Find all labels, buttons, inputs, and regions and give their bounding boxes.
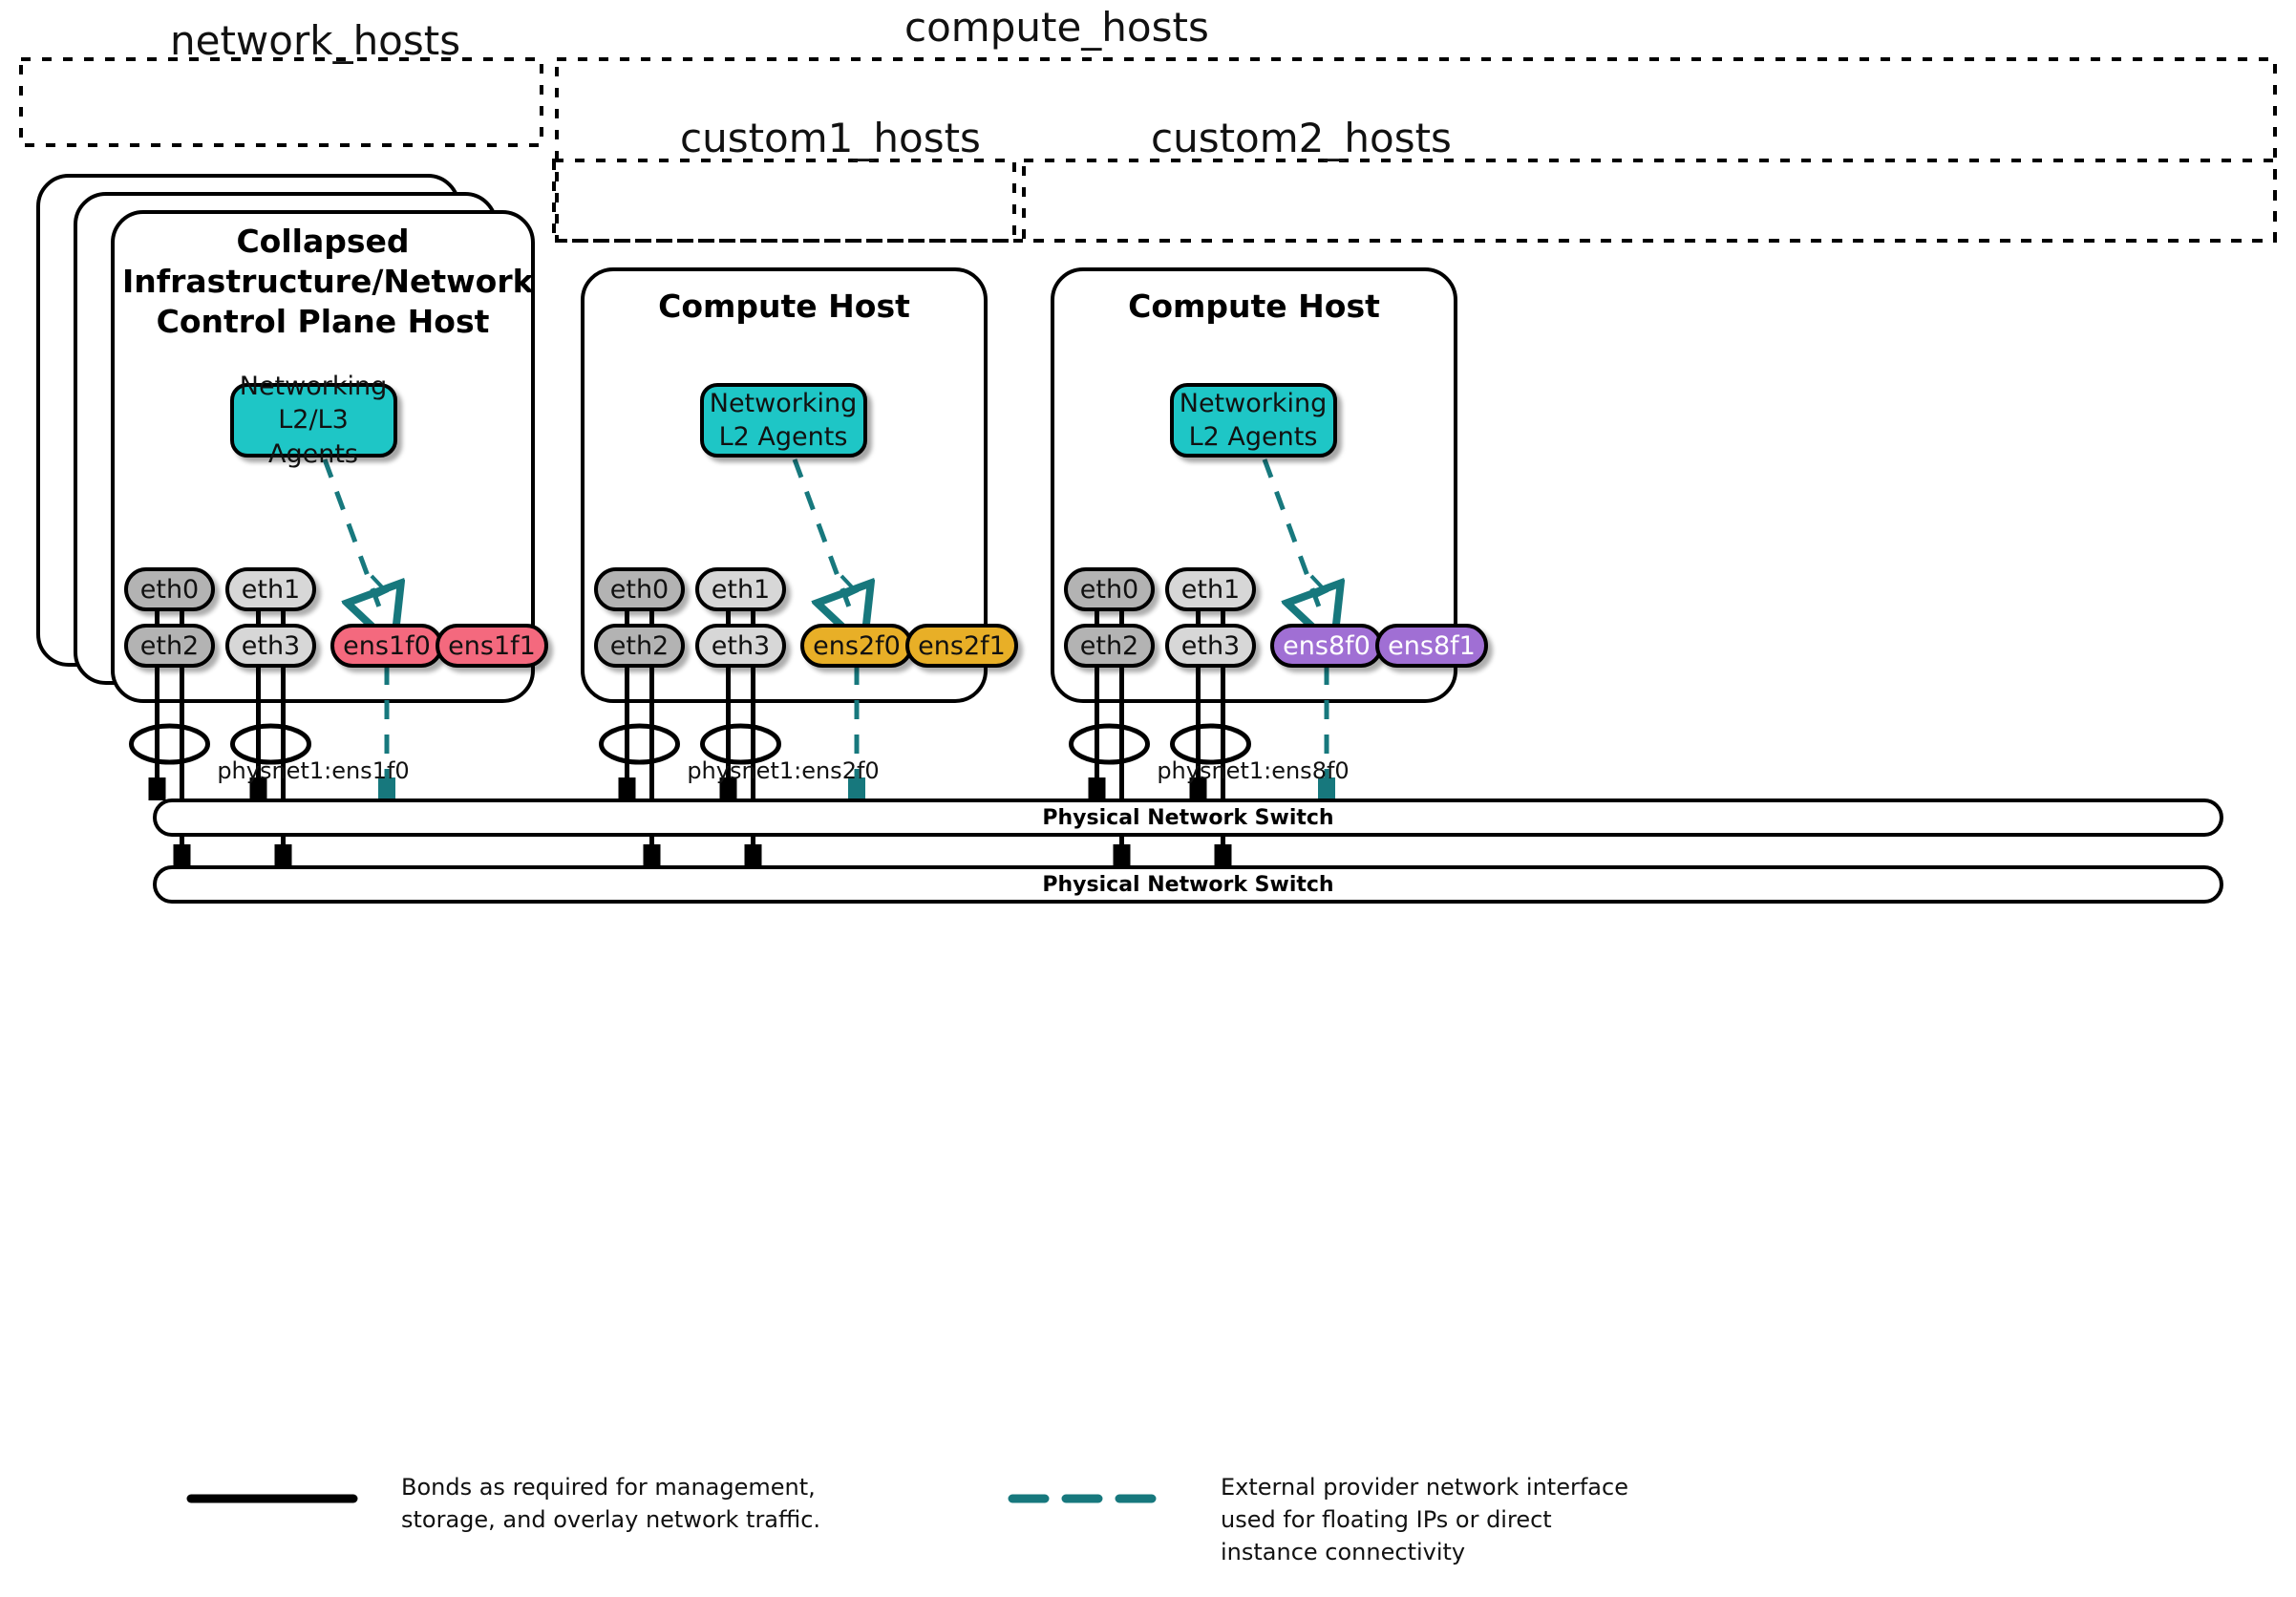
agent-label-line: Networking [1179, 388, 1328, 418]
switch-port-marker [274, 844, 292, 867]
nic-pill-ens1f1[interactable]: ens1f1 [436, 624, 548, 668]
nic-pill-ens2f0[interactable]: ens2f0 [800, 624, 913, 668]
physical-network-switch-2: Physical Network Switch [153, 865, 2223, 904]
provider-link-arrowhead [1309, 574, 1329, 599]
physnet-label-2: physnet1:ens8f0 [1157, 757, 1350, 784]
group-boundary-network-hosts [19, 57, 543, 147]
group-label-compute-hosts: compute_hosts [904, 4, 1209, 51]
provider-link-arrowhead [840, 574, 860, 599]
switch-port-marker [1189, 777, 1207, 800]
switch-port-marker [249, 777, 267, 800]
networking-agent-box-1: Networking L2 Agents [699, 383, 867, 458]
host-title-1: Compute Host [658, 287, 910, 325]
switch-label: Physical Network Switch [1042, 805, 1334, 830]
agent-label-line: L2 Agents [1188, 422, 1318, 452]
switch-port-marker [744, 844, 762, 867]
host-title-0: Collapsed Infrastructure/Network Control… [122, 223, 534, 341]
nic-pill-ens8f1[interactable]: ens8f1 [1375, 624, 1488, 668]
nic-pill-eth0[interactable]: eth0 [1064, 567, 1155, 611]
provider-link-diagonal [322, 458, 384, 620]
provider-link-diagonal [1262, 458, 1324, 620]
provider-switch-port-marker [848, 777, 865, 800]
legend-text-dashed: External provider network interface used… [1221, 1474, 1628, 1566]
nic-pill-ens2f1[interactable]: ens2f1 [905, 624, 1018, 668]
bond-ellipse [1170, 723, 1251, 765]
group-label-custom2-hosts: custom2_hosts [1151, 115, 1452, 161]
bond-ellipse [230, 723, 311, 765]
provider-network-links [322, 458, 1335, 800]
agent-label-line: Networking [709, 388, 858, 418]
nic-pill-eth3[interactable]: eth3 [225, 624, 316, 668]
nic-pill-eth2[interactable]: eth2 [124, 624, 215, 668]
nic-pill-ens1f0[interactable]: ens1f0 [330, 624, 443, 668]
networking-agent-box-2: Networking L2 Agents [1169, 383, 1337, 458]
provider-switch-port-marker [1318, 777, 1335, 800]
host-title-2: Compute Host [1128, 287, 1380, 325]
switch-port-marker [1214, 844, 1232, 867]
physnet-label-1: physnet1:ens2f0 [687, 757, 880, 784]
nic-pill-eth0[interactable]: eth0 [594, 567, 685, 611]
agent-label-line: L2 Agents [718, 422, 848, 452]
nic-pill-eth2[interactable]: eth2 [1064, 624, 1155, 668]
nic-pill-eth2[interactable]: eth2 [594, 624, 685, 668]
group-label-network-hosts: network_hosts [170, 17, 461, 64]
switch-port-marker [1088, 777, 1106, 800]
bond-ellipse [1069, 723, 1150, 765]
switch-port-marker [643, 844, 661, 867]
host-group-rectangles [19, 57, 2277, 243]
physical-network-switch-1: Physical Network Switch [153, 798, 2223, 837]
nic-pill-eth1[interactable]: eth1 [695, 567, 786, 611]
physnet-label-0: physnet1:ens1f0 [217, 757, 410, 784]
nic-pill-ens8f0[interactable]: ens8f0 [1270, 624, 1383, 668]
bond-ellipse [599, 723, 680, 765]
switch-port-marker [618, 777, 636, 800]
provider-switch-port-marker [378, 777, 395, 800]
nic-pill-eth3[interactable]: eth3 [695, 624, 786, 668]
provider-link-arrowhead [370, 574, 390, 599]
nic-pill-eth1[interactable]: eth1 [225, 567, 316, 611]
nic-pill-eth3[interactable]: eth3 [1165, 624, 1256, 668]
switch-port-marker [719, 777, 737, 800]
agent-label-line: L2/L3 Agents [268, 405, 358, 469]
bond-ellipse [129, 723, 210, 765]
group-boundary-custom2-hosts [1022, 159, 2277, 243]
group-label-custom1-hosts: custom1_hosts [680, 115, 981, 161]
switch-port-marker [1113, 844, 1131, 867]
switch-port-marker [173, 844, 191, 867]
switch-port-marker [148, 777, 166, 800]
provider-link-diagonal [792, 458, 854, 620]
nic-pill-eth0[interactable]: eth0 [124, 567, 215, 611]
switch-label: Physical Network Switch [1042, 872, 1334, 897]
legend-text-solid: Bonds as required for management, storag… [401, 1474, 821, 1534]
agent-label-line: Networking [239, 372, 388, 402]
nic-pill-eth1[interactable]: eth1 [1165, 567, 1256, 611]
bond-ellipse [700, 723, 781, 765]
